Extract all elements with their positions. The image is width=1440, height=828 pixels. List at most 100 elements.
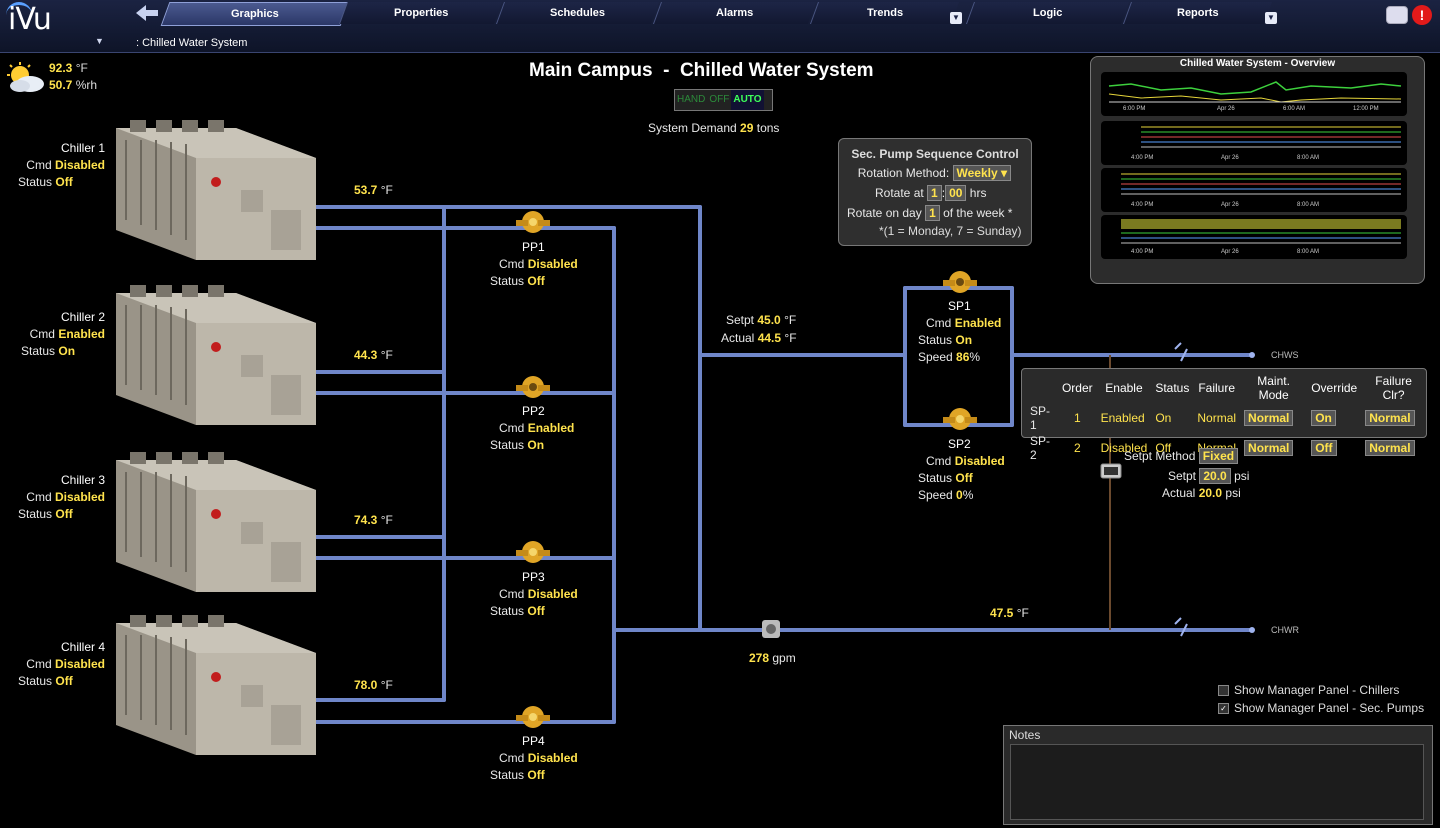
supply-setpoint: Setpt 45.0 °F [726, 313, 797, 327]
setpt-method-select[interactable]: Fixed [1198, 448, 1239, 464]
pump-status: Off [527, 768, 545, 782]
maint-mode-select[interactable]: Normal [1244, 440, 1294, 456]
sequence-control-title: Sec. Pump Sequence Control [851, 147, 1019, 161]
chiller-cmd[interactable]: Disabled [54, 158, 105, 172]
pump-cmd[interactable]: Enabled [954, 316, 1002, 330]
trends-dropdown-icon[interactable]: ▼ [950, 12, 962, 24]
chws-label: CHWS [1271, 350, 1299, 360]
trend-chart-2[interactable]: 4:00 PM Apr 26 8:00 AM [1101, 121, 1407, 165]
chiller-name: Chiller 2 [60, 310, 105, 324]
show-sec-pumps-panel-checkbox[interactable]: ✓Show Manager Panel - Sec. Pumps [1218, 701, 1424, 715]
chiller-1-leaving-temp: 53.7 °F [354, 183, 393, 197]
pump-cmd[interactable]: Disabled [954, 454, 1005, 468]
top-nav-bar: iVu ▼ Graphics Properties Schedules Alar… [0, 0, 1440, 53]
chiller-status: Off [55, 175, 73, 189]
pump-pp3-info: PP3 Cmd Disabled Status Off [490, 570, 578, 618]
checkbox-unchecked-icon[interactable] [1218, 685, 1229, 697]
pump-pp2-icon[interactable] [514, 373, 552, 403]
print-icon[interactable] [1386, 6, 1408, 24]
outdoor-temp: 92.3 °F [49, 61, 88, 75]
trend-chart-3[interactable]: 4:00 PM Apr 26 8:00 AM [1101, 168, 1407, 212]
pressure-setpt-method: Setpt Method Fixed [1124, 448, 1239, 464]
chiller-1-graphic[interactable] [116, 120, 316, 260]
chiller-4-graphic[interactable] [116, 615, 316, 755]
override-select[interactable]: Off [1311, 440, 1337, 456]
overview-trends-panel[interactable]: Chilled Water System - Overview 6:00 PM … [1090, 56, 1425, 284]
chiller-cmd[interactable]: Disabled [54, 490, 105, 504]
ivu-logo: iVu [8, 2, 52, 37]
pump-pp4-icon[interactable] [514, 703, 552, 733]
chiller-cmd[interactable]: Disabled [54, 657, 105, 671]
failure-clear-select[interactable]: Normal [1365, 440, 1415, 456]
pump-status: On [527, 438, 545, 452]
notes-textarea[interactable] [1010, 744, 1424, 820]
rotation-method-select[interactable]: Weekly ▾ [952, 165, 1011, 181]
hoa-hand[interactable]: HAND [677, 94, 706, 105]
pump-status: Off [527, 274, 545, 288]
overview-title: Chilled Water System - Overview [1179, 58, 1336, 69]
chiller-name: Chiller 4 [60, 640, 105, 654]
supply-actual: Actual 44.5 °F [721, 331, 797, 345]
pressure-setpt: Setpt 20.0 psi [1168, 468, 1250, 484]
chiller-3-graphic[interactable] [116, 452, 316, 592]
table-row: SP-1 1 Enabled On Normal Normal On Norma… [1026, 403, 1426, 433]
chiller-2-leaving-temp: 44.3 °F [354, 348, 393, 362]
notes-panel: Notes [1003, 725, 1433, 825]
alarm-icon[interactable]: ! [1412, 5, 1432, 25]
return-temp: 47.5 °F [990, 606, 1029, 620]
trend-chart-1[interactable]: 6:00 PM Apr 26 6:00 AM 12:00 PM [1101, 72, 1407, 116]
reports-dropdown-icon[interactable]: ▼ [1265, 12, 1277, 24]
pump-pp1-icon[interactable] [514, 208, 552, 238]
notes-label: Notes [1009, 728, 1041, 742]
chiller-cmd[interactable]: Enabled [58, 327, 105, 341]
chiller-1-info: Chiller 1 Cmd Disabled Status Off [10, 140, 105, 191]
rotate-minute-input[interactable]: 00 [945, 185, 967, 201]
failure-clear-select[interactable]: Normal [1365, 410, 1415, 426]
enable-value[interactable]: Enabled [1100, 411, 1145, 425]
pump-cmd[interactable]: Disabled [527, 751, 578, 765]
chiller-3-leaving-temp: 74.3 °F [354, 513, 393, 527]
hoa-auto[interactable]: AUTO [731, 90, 764, 110]
show-chillers-panel-checkbox[interactable]: Show Manager Panel - Chillers [1218, 683, 1399, 697]
chiller-status: Off [55, 507, 73, 521]
pressure-actual: Actual 20.0 psi [1162, 486, 1241, 500]
chiller-2-info: Chiller 2 Cmd Enabled Status On [10, 309, 105, 360]
pump-cmd[interactable]: Enabled [527, 421, 575, 435]
secondary-pump-table: Order Enable Status Failure Maint. Mode … [1021, 368, 1427, 462]
enable-value[interactable]: Disabled [1100, 441, 1148, 455]
chiller-name: Chiller 3 [60, 473, 105, 487]
chevron-down-icon[interactable]: ▼ [95, 36, 104, 46]
supply-setpt-value[interactable]: 45.0 [757, 313, 781, 327]
rotate-hour-input[interactable]: 1 [927, 185, 942, 201]
maint-mode-select[interactable]: Normal [1244, 410, 1294, 426]
trend-chart-4[interactable]: 4:00 PM Apr 26 8:00 AM [1101, 215, 1407, 259]
rotate-at-row: Rotate at 1:00 hrs [875, 185, 987, 201]
flow-rate: 278 gpm [749, 651, 796, 665]
back-arrow-icon[interactable] [130, 2, 164, 24]
pump-pp4-info: PP4 Cmd Disabled Status Off [490, 734, 578, 782]
chwr-label: CHWR [1271, 625, 1299, 635]
pump-cmd[interactable]: Disabled [527, 587, 578, 601]
pump-pp1-info: PP1 Cmd Disabled Status Off [490, 240, 578, 288]
hoa-off[interactable]: OFF [709, 94, 730, 105]
pump-sp1-info: SP1 Cmd Enabled Status On Speed 86% [918, 299, 1002, 364]
pump-pp3-icon[interactable] [514, 538, 552, 568]
rotation-method-row: Rotation Method: Weekly ▾ [858, 165, 1011, 181]
pump-status: Off [955, 471, 973, 485]
pressure-setpt-input[interactable]: 20.0 [1199, 468, 1231, 484]
chiller-4-info: Chiller 4 Cmd Disabled Status Off [10, 639, 105, 690]
chiller-2-graphic[interactable] [116, 285, 316, 425]
rotate-day-input[interactable]: 1 [925, 205, 940, 221]
breadcrumb: : Chilled Water System [136, 37, 248, 49]
logo-arc-icon [6, 2, 32, 21]
pump-sp2-info: SP2 Cmd Disabled Status Off Speed 0% [918, 437, 1005, 502]
override-select[interactable]: On [1311, 410, 1336, 426]
pump-sp1-icon[interactable] [941, 268, 979, 298]
checkbox-checked-icon[interactable]: ✓ [1218, 703, 1229, 715]
sequence-control-panel: Sec. Pump Sequence Control Rotation Meth… [838, 138, 1032, 246]
page-title: Main Campus - Chilled Water System [529, 60, 874, 81]
hand-off-auto-switch[interactable]: HAND OFF AUTO [674, 89, 773, 111]
pump-cmd[interactable]: Disabled [527, 257, 578, 271]
pump-sp2-icon[interactable] [941, 405, 979, 435]
pump-status: On [955, 333, 973, 347]
